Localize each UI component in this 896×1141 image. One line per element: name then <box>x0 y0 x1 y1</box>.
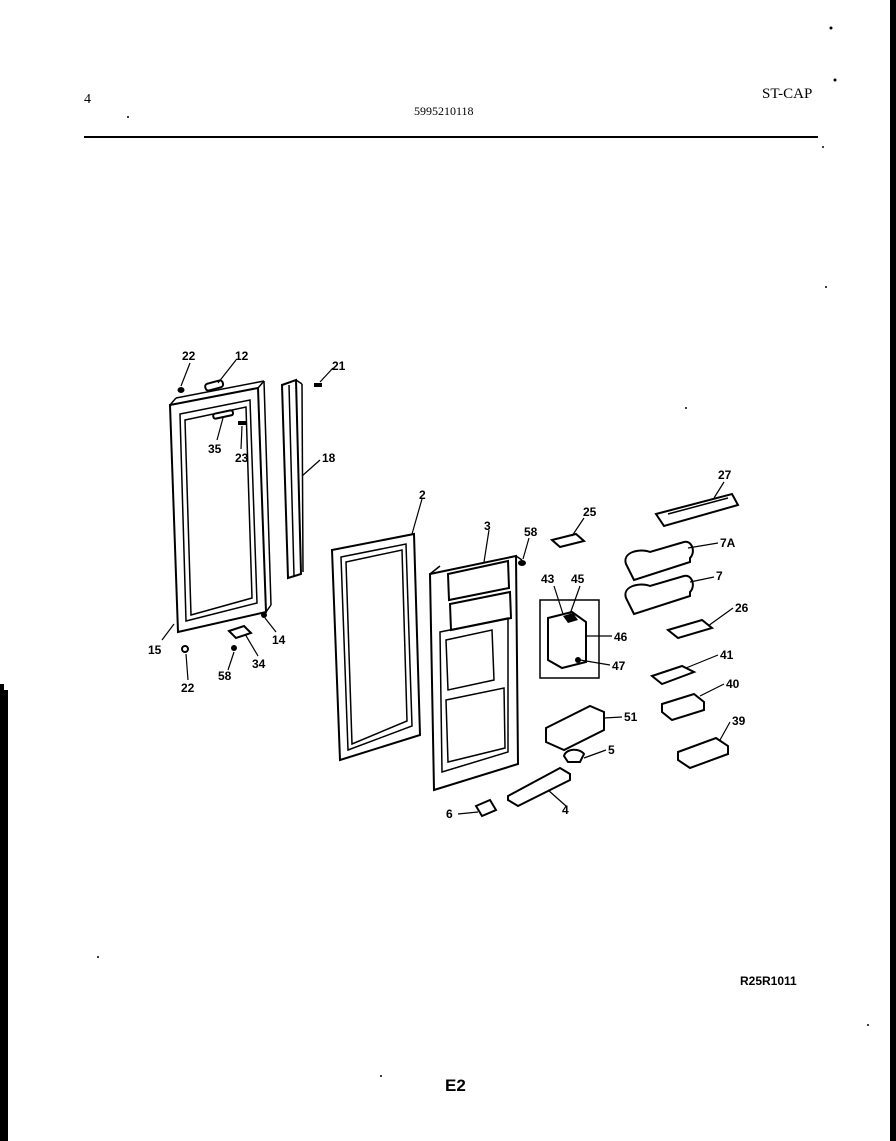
callout-15: 15 <box>148 643 162 657</box>
callout-18: 18 <box>322 451 336 465</box>
callout-27: 27 <box>718 468 732 482</box>
leader-lines <box>161 359 734 815</box>
part-45 <box>563 613 578 623</box>
callout-14: 14 <box>272 633 286 647</box>
screw-22-bottom <box>181 645 189 653</box>
inner-liner-part <box>428 554 523 792</box>
scan-specks <box>97 26 869 1077</box>
callout-22-bottom: 22 <box>181 681 195 695</box>
clip-35 <box>212 409 235 420</box>
callout-41: 41 <box>720 648 734 662</box>
shelf-27 <box>654 492 740 528</box>
callout-58-left: 58 <box>218 669 232 683</box>
page-code: E2 <box>445 1076 466 1095</box>
hinge-34 <box>227 624 253 640</box>
callout-7: 7 <box>716 569 723 583</box>
outer-door-part <box>168 380 272 634</box>
callout-51: 51 <box>624 710 638 724</box>
callout-46: 46 <box>614 630 628 644</box>
screw-22-top <box>177 387 185 393</box>
dispenser-group-43 <box>539 599 600 679</box>
tray-41 <box>649 664 697 686</box>
callout-labels: 22 12 21 35 23 18 2 3 58 25 27 7A 7 43 4… <box>148 349 749 821</box>
callout-47: 47 <box>612 659 626 673</box>
callout-58-right: 58 <box>524 525 538 539</box>
callout-35: 35 <box>208 442 222 456</box>
tray-40 <box>661 692 705 722</box>
drawing-code: R25R1011 <box>740 974 797 988</box>
handle-strip-part <box>280 378 304 580</box>
callout-4: 4 <box>562 803 569 817</box>
grille-26 <box>665 618 715 640</box>
callout-25: 25 <box>583 505 597 519</box>
callout-26: 26 <box>735 601 749 615</box>
callout-5: 5 <box>608 743 615 757</box>
callout-39: 39 <box>732 714 746 728</box>
tray-39 <box>677 736 729 770</box>
callout-45: 45 <box>571 572 585 586</box>
left-edge-tick <box>0 684 4 694</box>
right-border <box>890 0 896 1141</box>
callout-21: 21 <box>332 359 346 373</box>
gasket-part <box>330 532 422 762</box>
screw-21 <box>314 383 322 387</box>
part-number: 5995210118 <box>414 104 474 118</box>
callout-34: 34 <box>252 657 266 671</box>
housing-51 <box>545 704 605 752</box>
screw-58-right <box>518 560 526 566</box>
lever-5 <box>562 748 586 763</box>
callout-3: 3 <box>484 519 491 533</box>
screw-58-left <box>231 645 237 651</box>
callout-22-top: 22 <box>182 349 196 363</box>
callout-6: 6 <box>446 807 453 821</box>
model-code: ST-CAP <box>762 86 813 102</box>
part-47 <box>575 657 581 663</box>
callout-43: 43 <box>541 572 555 586</box>
page-number: 4 <box>84 92 91 107</box>
actuator-4 <box>507 766 571 808</box>
callout-12: 12 <box>235 349 249 363</box>
callout-2: 2 <box>419 488 426 502</box>
cap-6 <box>474 798 498 818</box>
grille-25 <box>549 532 587 549</box>
left-edge-mark <box>0 690 8 1141</box>
callout-40: 40 <box>726 677 740 691</box>
screw-14 <box>261 612 267 618</box>
header-rule <box>84 136 818 138</box>
callout-23: 23 <box>235 451 249 465</box>
dispenser-46 <box>547 610 587 670</box>
callout-7a: 7A <box>720 536 736 550</box>
door-bin-7 <box>624 574 694 616</box>
screw-23 <box>238 421 247 425</box>
door-bin-7a <box>624 540 694 582</box>
